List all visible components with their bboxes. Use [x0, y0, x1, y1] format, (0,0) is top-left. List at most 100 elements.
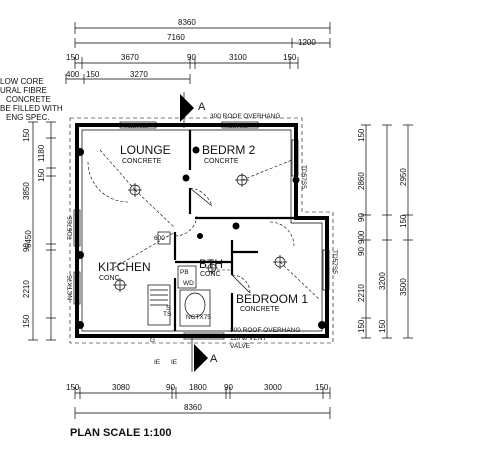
td-top-left: TD57S5 — [124, 123, 148, 130]
dim-right-3: 900 — [357, 230, 366, 244]
dim-top-r4-1: 150 — [86, 70, 100, 79]
external-walls — [75, 123, 329, 338]
dim-left-3: 3850 — [22, 182, 31, 200]
light-fixture-icon — [113, 278, 127, 292]
outlet-icon — [232, 222, 240, 230]
light-fixture-icon — [206, 262, 218, 274]
outlet-icon — [182, 174, 190, 182]
dim-left-overall: 6450 — [24, 230, 33, 248]
ie-label-2: IE — [171, 359, 178, 366]
structural-note: LOW CORE URAL FIBRE CONCRETE BE FILLED W… — [0, 77, 63, 122]
bottom-dimensions: 150 3080 90 1800 90 3000 150 8360 — [66, 383, 331, 419]
note-line-1: LOW CORE — [0, 77, 44, 86]
dim-left-6: 150 — [22, 314, 31, 328]
note-line-3: CONCRETE — [6, 95, 51, 104]
room-name-lounge: LOUNGE — [120, 143, 171, 157]
room-material-lounge: CONCRETE — [122, 158, 162, 165]
room-material-bedroom2: CONCRTE — [204, 158, 239, 165]
room-name-kitchen: KITCHEN — [98, 260, 151, 274]
dim-top-1200: 1200 — [298, 38, 316, 47]
dim-bottom-6: 150 — [315, 383, 329, 392]
outlet-icon — [192, 146, 200, 154]
light-fixture-icon — [273, 255, 287, 269]
measure-600: 600 — [154, 235, 165, 242]
dim-right-2: 90 — [357, 213, 366, 222]
room-material-kitchen: CONC — [99, 275, 120, 282]
dim-right-4: 90 — [357, 247, 366, 256]
section-label-top: A — [198, 101, 206, 113]
pb-label: PB — [180, 269, 189, 276]
outlet-icon — [318, 321, 326, 329]
nctx-left: NCTX75 — [67, 275, 74, 300]
internal-walls — [173, 130, 296, 331]
room-name-bedroom1: BEDROOM 1 — [236, 292, 308, 306]
dim-top-r3-0: 150 — [66, 53, 80, 62]
light-switch-leads — [99, 149, 321, 301]
roof-overhang-bottom: 300 ROOF OVERHANG — [230, 327, 300, 334]
dim-bottom-3: 1800 — [189, 383, 207, 392]
dim-bottom-5: 3000 — [264, 383, 282, 392]
kitchen-fixtures — [147, 231, 211, 327]
door-swings — [87, 161, 295, 294]
dim-top-r3-2: 90 — [187, 53, 196, 62]
dim-left-5: 2210 — [22, 280, 31, 298]
outlet-icon — [76, 251, 84, 259]
left-dimensions: 6450 150 1180 150 3850 90 2210 150 — [22, 121, 56, 341]
room-labels: LOUNGE CONCRETE BEDRM 2 CONCRTE KITCHEN … — [98, 143, 308, 313]
td-left: TD57S5 — [67, 216, 74, 240]
light-fixture-icon — [235, 173, 249, 187]
td-right-upper: TD57S5 — [300, 165, 307, 189]
dim-right-5: 3200 — [378, 272, 387, 290]
dim-bottom-overall: 8360 — [184, 403, 202, 412]
s-label: S — [166, 305, 171, 312]
dim-right-total-b: 150 — [399, 214, 408, 228]
room-name-bedroom2: BEDRM 2 — [202, 143, 256, 157]
dim-bottom-4: 90 — [224, 383, 233, 392]
roof-overhang-outline — [69, 117, 334, 344]
dim-left-1: 1180 — [37, 144, 46, 162]
annotations: 300 ROOF OVERHANG 300 ROOF OVERHANG 110 … — [67, 113, 338, 366]
dim-right-6: 2210 — [357, 284, 366, 302]
dim-top-r3-4: 150 — [283, 53, 297, 62]
window-markers — [73, 121, 330, 340]
dim-left-0: 150 — [22, 128, 31, 142]
right-dimensions: 150 2860 90 900 90 2210 150 3200 150 295… — [357, 124, 413, 339]
outlet-icon — [197, 233, 203, 239]
power-outlets — [76, 146, 326, 329]
plan-title: PLAN SCALE 1:100 — [70, 427, 171, 439]
section-marker-top: A — [180, 92, 206, 128]
nctx-bottom: NCTX75 — [186, 314, 211, 321]
room-name-bath: BTH — [199, 257, 223, 271]
dim-top-r3-3: 3100 — [229, 53, 247, 62]
section-label-bottom: A — [210, 353, 218, 365]
dim-left-2: 150 — [37, 168, 46, 182]
dim-right-7b: 150 — [378, 319, 387, 333]
dim-right-7: 150 — [357, 319, 366, 333]
dim-right-0: 150 — [357, 128, 366, 142]
top-dimensions: 8360 7160 1200 150 3670 90 3100 150 400 … — [65, 18, 331, 84]
ie-label-1: IE — [154, 359, 161, 366]
dim-top-7160: 7160 — [167, 33, 185, 42]
room-material-bedroom1: CONCRETE — [240, 306, 280, 313]
note-line-4: BE FILLED WITH — [0, 104, 63, 113]
dim-left-4: 90 — [22, 243, 31, 252]
outlet-icon — [76, 321, 84, 329]
dim-right-total-a: 2950 — [399, 168, 408, 186]
dim-top-r3-1: 3670 — [121, 53, 139, 62]
roof-overhang-top: 300 ROOF OVERHANG — [210, 113, 280, 120]
g-label: G — [150, 337, 155, 344]
outlet-icon — [292, 176, 300, 184]
section-marker-bottom: A — [191, 336, 218, 372]
dim-bottom-1: 3080 — [112, 383, 130, 392]
dim-right-1: 2860 — [357, 172, 366, 190]
room-material-bath: CONC — [200, 271, 221, 278]
ts-label: TS — [163, 311, 172, 318]
dim-top-r4-2: 3270 — [130, 70, 148, 79]
outlet-icon — [76, 148, 84, 156]
dim-top-overall: 8360 — [178, 18, 196, 27]
td-right-lower: TD57S5 — [331, 250, 338, 274]
ceiling-lights — [113, 173, 287, 292]
vent-label-line2: VALVE — [230, 343, 251, 350]
dim-top-r4-0: 400 — [66, 70, 80, 79]
